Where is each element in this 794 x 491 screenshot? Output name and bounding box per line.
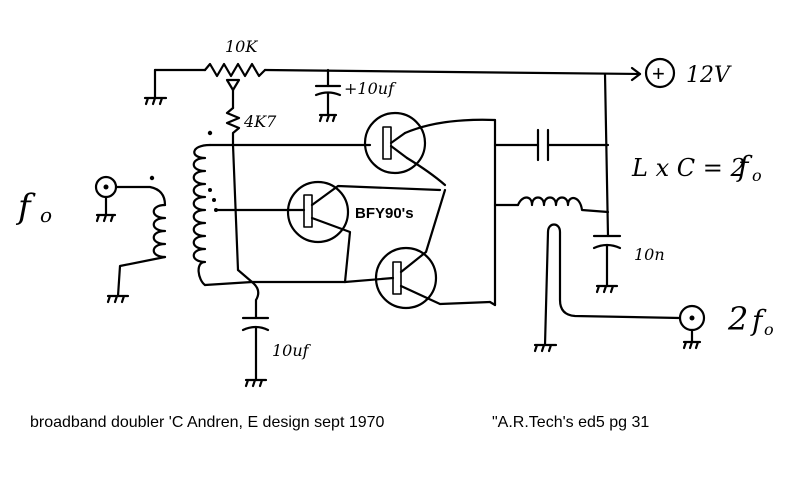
lc-equation-sub: o xyxy=(752,166,762,185)
input-freq-sub: o xyxy=(40,203,52,227)
transistor-top xyxy=(363,111,497,187)
capacitor-10n: 10n xyxy=(592,234,665,294)
output-connector xyxy=(678,304,706,350)
cap-bottom-label: 10uf xyxy=(272,341,312,360)
output-freq-two: 2 xyxy=(727,300,748,338)
lc-equation-f: f xyxy=(736,150,753,183)
transistor-type-label: BFY90's xyxy=(355,205,414,222)
capacitor-10uf-bottom: 10uf xyxy=(241,316,312,388)
cap-10n-label: 10n xyxy=(634,245,665,264)
output-tap xyxy=(533,223,682,353)
resistor-4k7: 4K7 xyxy=(225,88,277,147)
transistor-bottom xyxy=(343,188,492,310)
cap-top-label: +10uf xyxy=(344,79,397,98)
caption-source: broadband doubler 'C Andren, E design se… xyxy=(30,414,385,431)
potentiometer-10k: 10K xyxy=(203,37,267,92)
supply-voltage-label: 12V xyxy=(686,63,732,88)
input-freq-label: f xyxy=(15,187,36,227)
pot-label: 10K xyxy=(225,37,258,56)
coupling-capacitor xyxy=(536,128,610,162)
caption-bar: broadband doubler 'C Andren, E design se… xyxy=(0,410,794,440)
transformer-secondary xyxy=(192,130,218,287)
caption-reference: "A.R.Tech's ed5 pg 31 xyxy=(492,414,650,431)
transformer-primary xyxy=(106,175,167,304)
input-connector xyxy=(94,175,167,223)
supply-plus-label: + xyxy=(652,61,665,86)
ground-symbol-rail xyxy=(143,96,168,106)
transistor-middle xyxy=(286,180,442,284)
right-rail xyxy=(603,72,610,238)
lc-equation: L x C = 2 xyxy=(631,154,746,182)
inductor xyxy=(516,196,610,214)
secondary-wiring xyxy=(203,143,372,320)
output-freq-sub: o xyxy=(764,320,774,339)
resistor-label: 4K7 xyxy=(243,112,277,131)
output-bus xyxy=(488,118,540,307)
capacitor-10uf-top: +10uf xyxy=(314,68,397,123)
supply-terminal: + 12V xyxy=(644,57,732,89)
